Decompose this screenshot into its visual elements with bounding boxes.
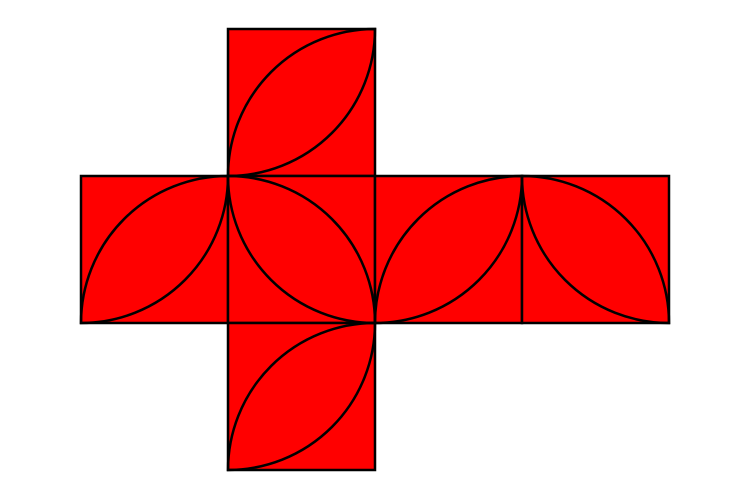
face-square bbox=[226, 321, 377, 472]
face-square bbox=[520, 174, 671, 325]
cube-face-bottom bbox=[226, 321, 377, 472]
face-square bbox=[79, 174, 230, 325]
cube-face-front bbox=[226, 174, 377, 325]
cube-net-faces bbox=[79, 27, 671, 472]
cube-face-top bbox=[226, 27, 377, 178]
face-square bbox=[226, 174, 377, 325]
cube-face-back bbox=[520, 174, 671, 325]
cube-face-left bbox=[79, 174, 230, 325]
cube-face-right bbox=[373, 174, 524, 325]
face-square bbox=[373, 174, 524, 325]
face-petal-arcs bbox=[226, 321, 377, 472]
face-petal-arcs bbox=[226, 27, 377, 178]
face-petal-arcs bbox=[520, 174, 671, 325]
face-square bbox=[226, 27, 377, 178]
